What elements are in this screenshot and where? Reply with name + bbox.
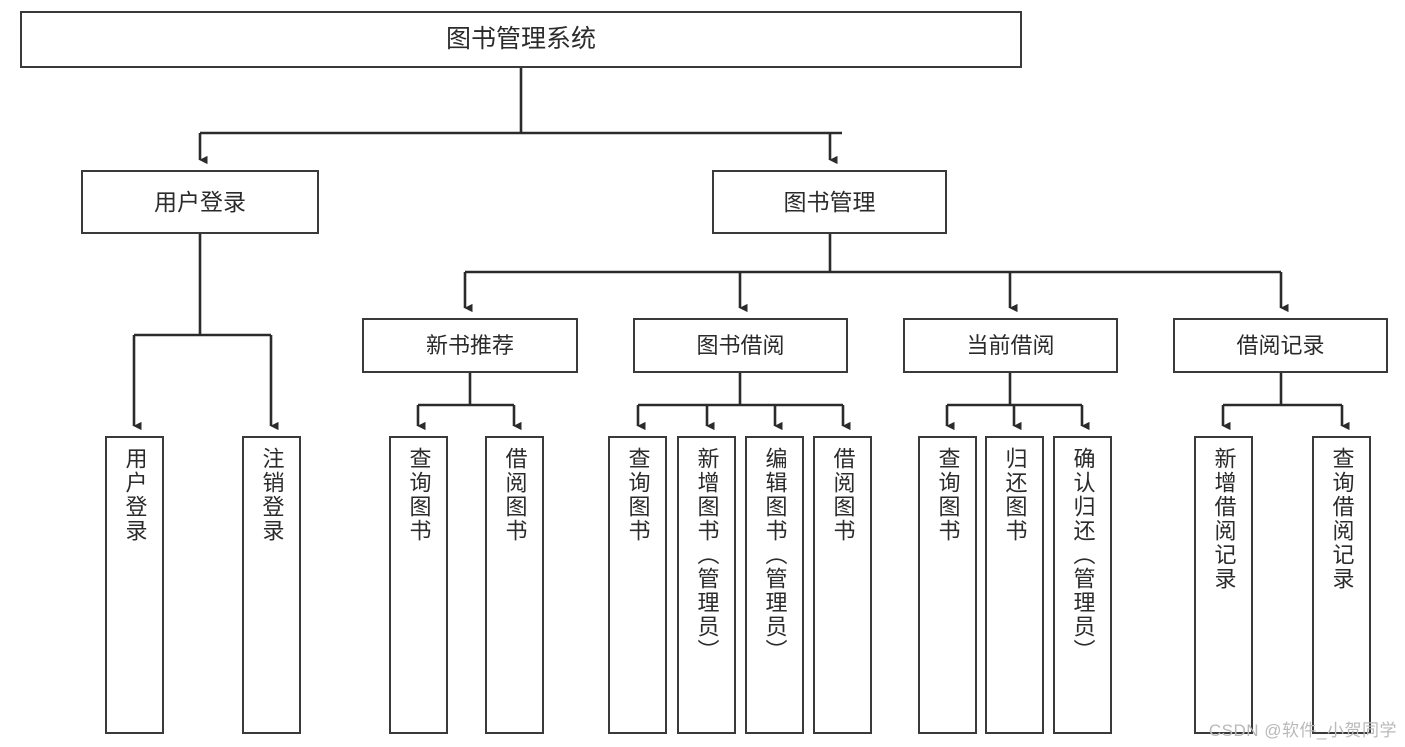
node-label: 用户登录 <box>122 447 148 543</box>
node-book-borrow[interactable]: 图书借阅 <box>633 318 848 373</box>
node-label: 用户登录 <box>154 188 246 215</box>
leaf-current-borrow-query[interactable]: 查询图书 <box>918 436 977 734</box>
node-label: 确认归还（管理员） <box>1070 447 1096 663</box>
node-label: 借阅记录 <box>1236 332 1325 358</box>
leaf-user-login-login[interactable]: 用户登录 <box>105 436 164 734</box>
node-label: 查询图书 <box>625 447 651 543</box>
node-label: 图书管理系统 <box>445 25 596 54</box>
leaf-book-borrow-add[interactable]: 新增图书（管理员） <box>677 436 736 734</box>
node-root-system[interactable]: 图书管理系统 <box>20 11 1022 68</box>
leaf-current-borrow-return[interactable]: 归还图书 <box>985 436 1044 734</box>
node-label: 查询借阅记录 <box>1329 447 1355 591</box>
node-current-borrow[interactable]: 当前借阅 <box>903 318 1118 373</box>
leaf-new-book-query[interactable]: 查询图书 <box>389 436 448 734</box>
node-label: 编辑图书（管理员） <box>762 447 788 663</box>
node-user-login[interactable]: 用户登录 <box>81 170 319 234</box>
node-book-management[interactable]: 图书管理 <box>712 170 947 234</box>
node-new-book-recommend[interactable]: 新书推荐 <box>362 318 578 373</box>
node-label: 注销登录 <box>259 447 285 543</box>
leaf-book-borrow-borrow[interactable]: 借阅图书 <box>813 436 872 734</box>
node-label: 当前借阅 <box>966 332 1055 358</box>
node-label: 新书推荐 <box>425 332 514 358</box>
node-label: 借阅图书 <box>502 447 528 543</box>
node-label: 新增借阅记录 <box>1211 447 1237 591</box>
leaf-book-borrow-query[interactable]: 查询图书 <box>608 436 667 734</box>
leaf-book-borrow-edit[interactable]: 编辑图书（管理员） <box>745 436 804 734</box>
leaf-borrow-record-add[interactable]: 新增借阅记录 <box>1194 436 1253 734</box>
leaf-current-borrow-confirm-return[interactable]: 确认归还（管理员） <box>1053 436 1112 734</box>
node-label: 查询图书 <box>935 447 961 543</box>
leaf-borrow-record-query[interactable]: 查询借阅记录 <box>1312 436 1371 734</box>
node-label: 归还图书 <box>1002 447 1028 543</box>
node-label: 借阅图书 <box>830 447 856 543</box>
node-label: 图书管理 <box>783 188 876 215</box>
leaf-new-book-borrow[interactable]: 借阅图书 <box>485 436 544 734</box>
leaf-user-login-logout[interactable]: 注销登录 <box>242 436 301 734</box>
node-label: 图书借阅 <box>696 332 785 358</box>
csdn-watermark: CSDN @软件_小贺同学 <box>1208 721 1397 740</box>
node-label: 查询图书 <box>406 447 432 543</box>
node-label: 新增图书（管理员） <box>694 447 720 663</box>
node-borrow-record[interactable]: 借阅记录 <box>1173 318 1388 373</box>
